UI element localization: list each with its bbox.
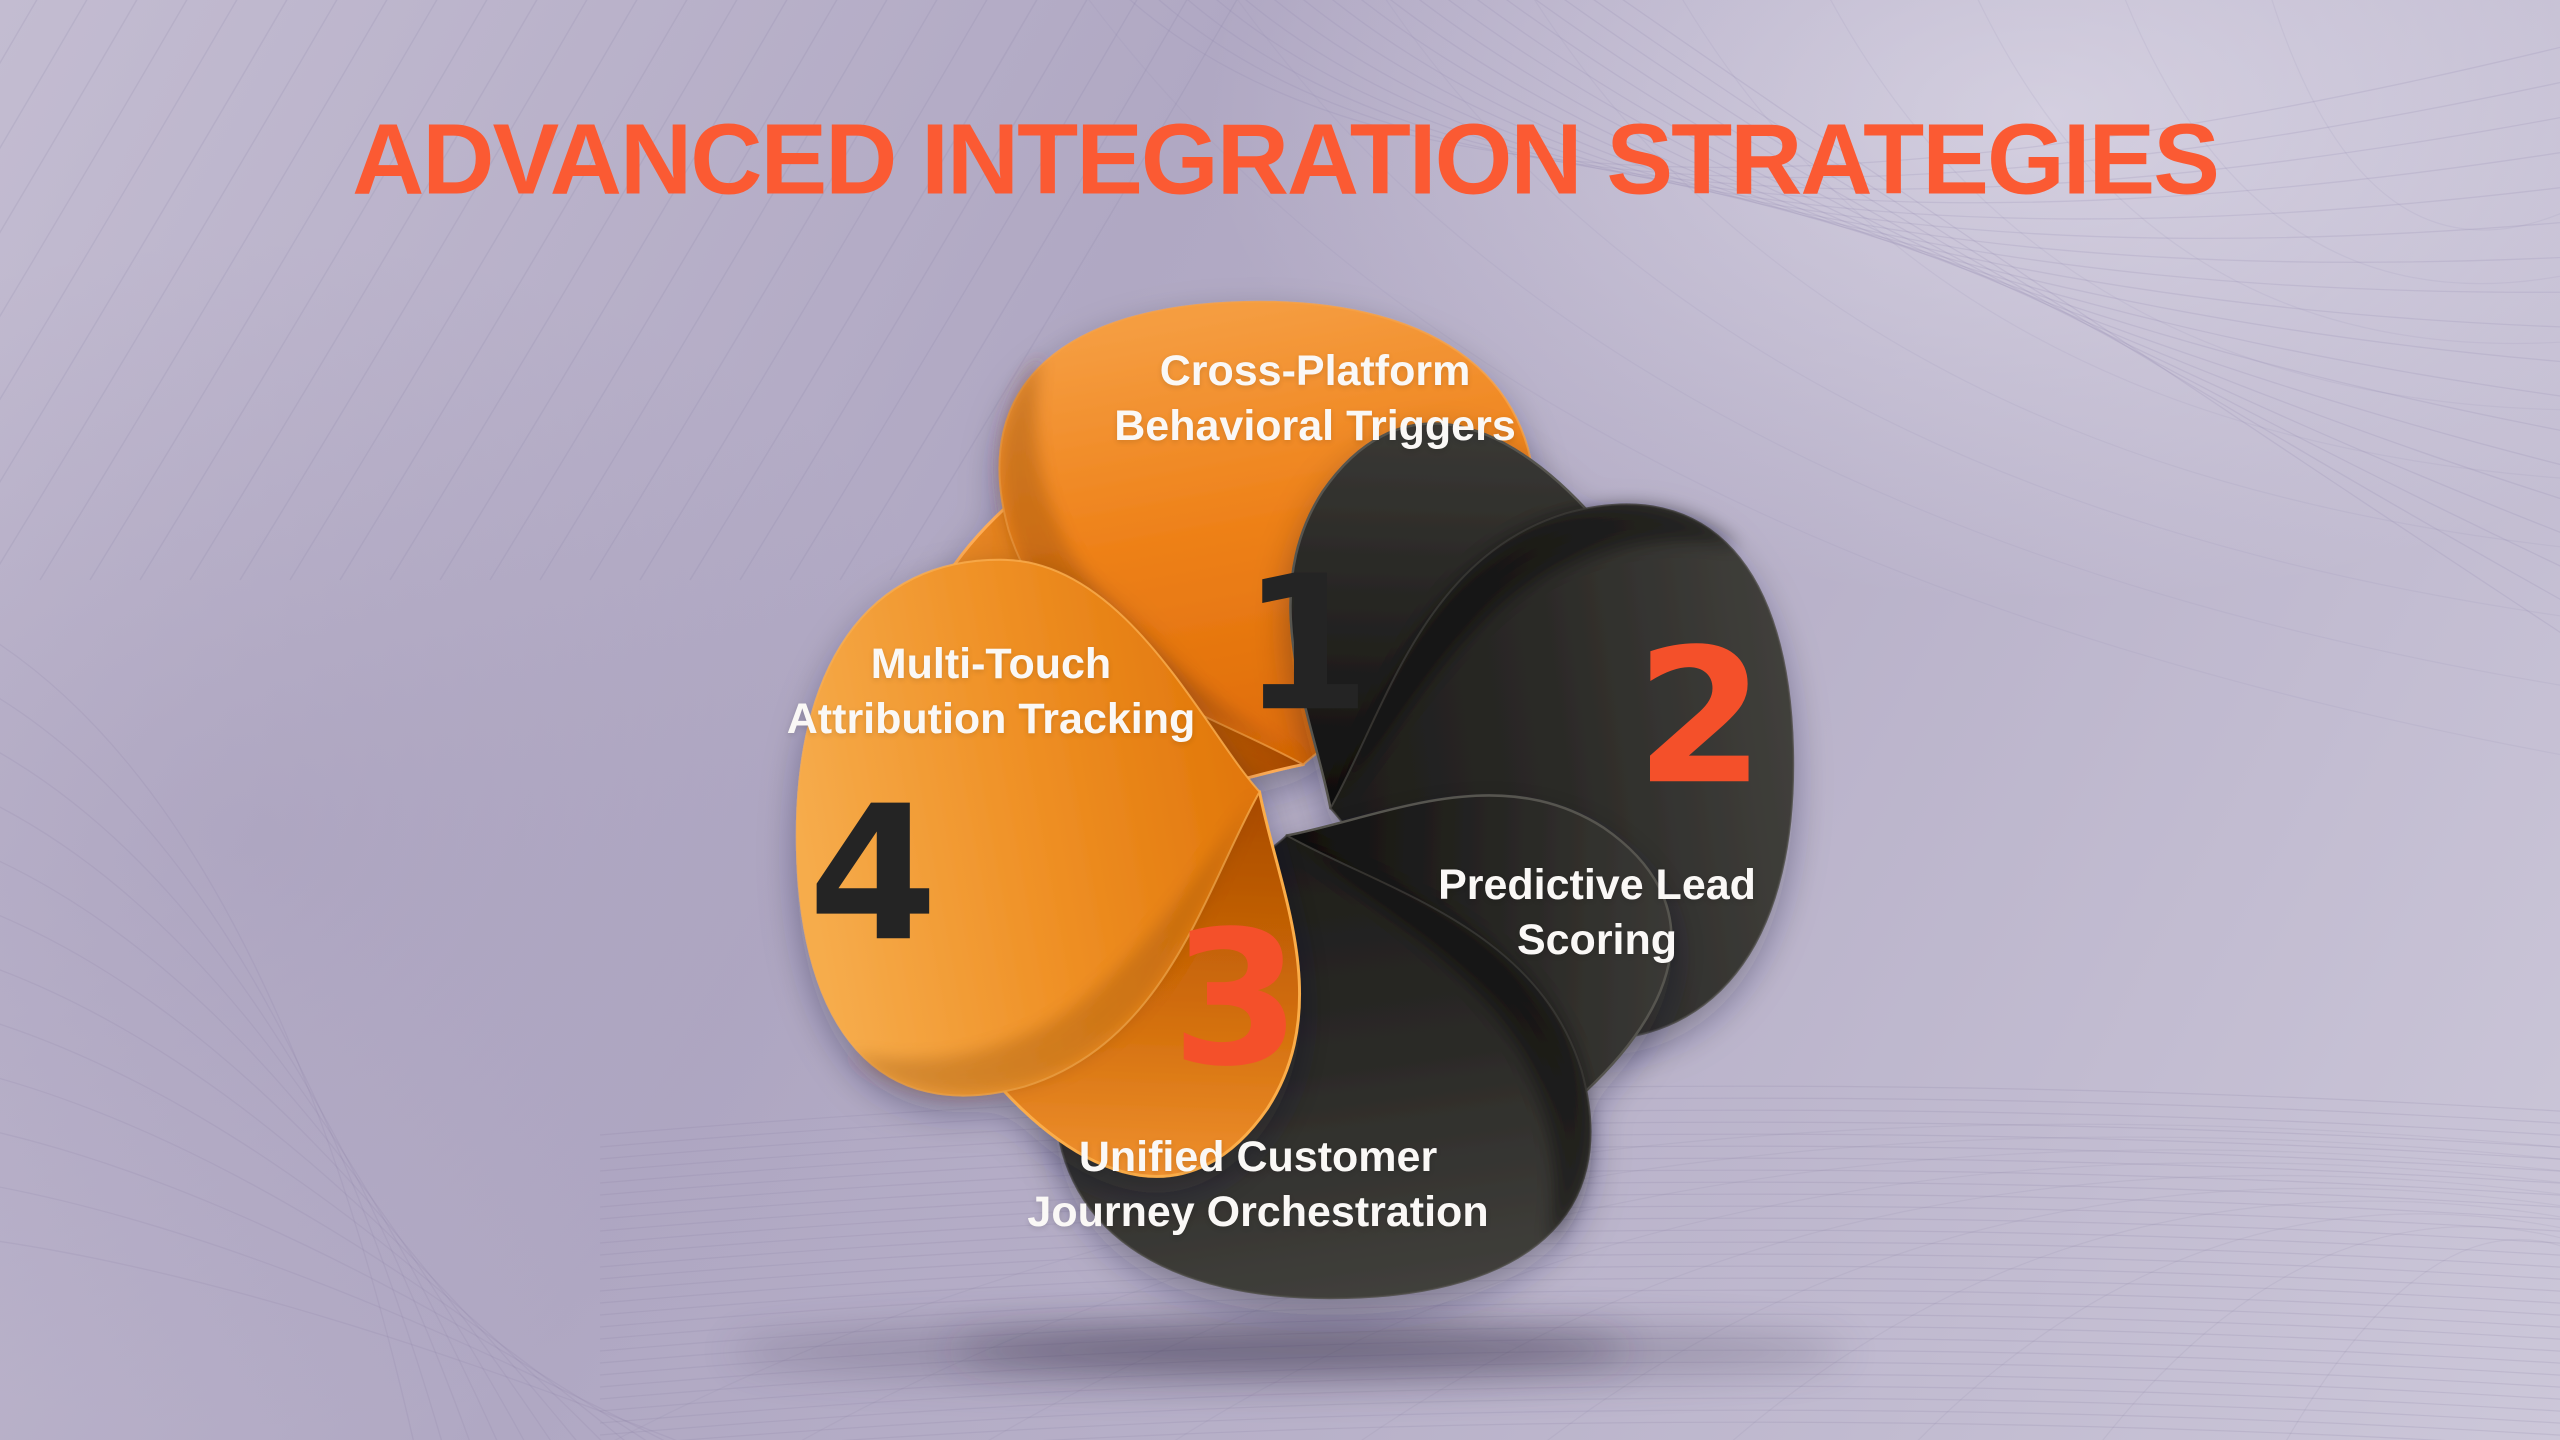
ground-shadow — [730, 1320, 1850, 1384]
petal-4-number: 4 — [808, 765, 938, 983]
petal-1-label-line2: Behavioral Triggers — [1114, 402, 1516, 450]
petal-1-label-line1: Cross-Platform — [1159, 347, 1471, 395]
petal-2-label-line2: Scoring — [1516, 916, 1678, 964]
petal-3-label: Unified Customer Journey Orchestration — [1027, 1130, 1488, 1240]
petal-2-number: 2 — [1635, 608, 1765, 826]
petal-3-label-line2: Journey Orchestration — [1027, 1188, 1489, 1236]
petal-2-label-line1: Predictive Lead — [1438, 861, 1756, 909]
petal-3-number: 3 — [1171, 890, 1301, 1108]
petal-4-label-line1: Multi-Touch — [870, 640, 1112, 688]
petal-4-label: Multi-Touch Attribution Tracking — [787, 637, 1196, 747]
petal-2-label: Predictive Lead Scoring — [1438, 858, 1756, 968]
petal-1-label: Cross-Platform Behavioral Triggers — [1114, 344, 1516, 454]
petal-4-label-line2: Attribution Tracking — [786, 695, 1196, 743]
petal-1-number: 1 — [1241, 535, 1371, 753]
page-title: ADVANCED INTEGRATION STRATEGIES — [352, 103, 2220, 216]
petal-3-label-line1: Unified Customer — [1078, 1133, 1438, 1181]
